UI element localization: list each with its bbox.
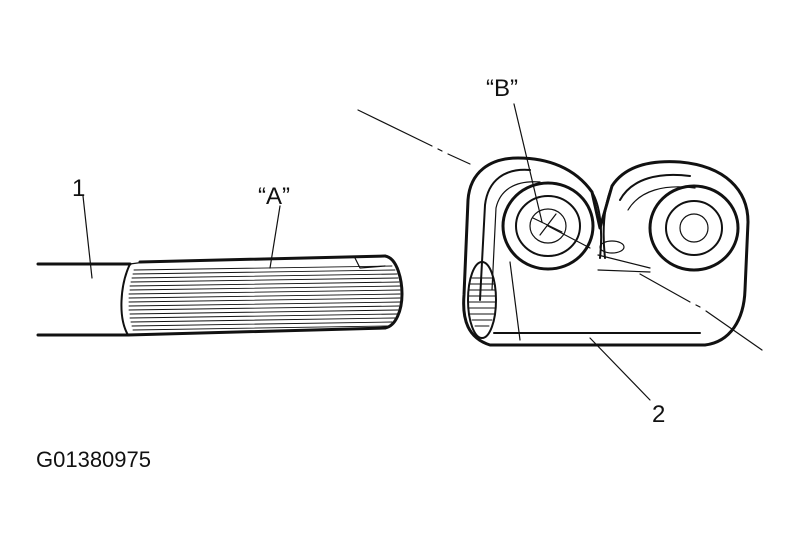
label-callout-a: “A” [258, 183, 290, 210]
leader-line-a [269, 205, 281, 269]
label-part-1: 1 [72, 175, 85, 202]
splined-shaft [36, 254, 404, 337]
leader-line-1 [82, 195, 93, 279]
leader-line-b [513, 103, 543, 223]
spline-grooves [128, 265, 401, 331]
figure-id: G01380975 [36, 447, 151, 472]
yoke [462, 156, 750, 347]
centerline-axis [357, 109, 763, 351]
leader-line-2 [589, 337, 651, 401]
left-bore [501, 181, 595, 271]
yoke-splined-bore [467, 261, 497, 339]
label-part-2: 2 [652, 401, 665, 428]
label-callout-b: “B” [486, 75, 518, 102]
right-bore [648, 184, 740, 272]
